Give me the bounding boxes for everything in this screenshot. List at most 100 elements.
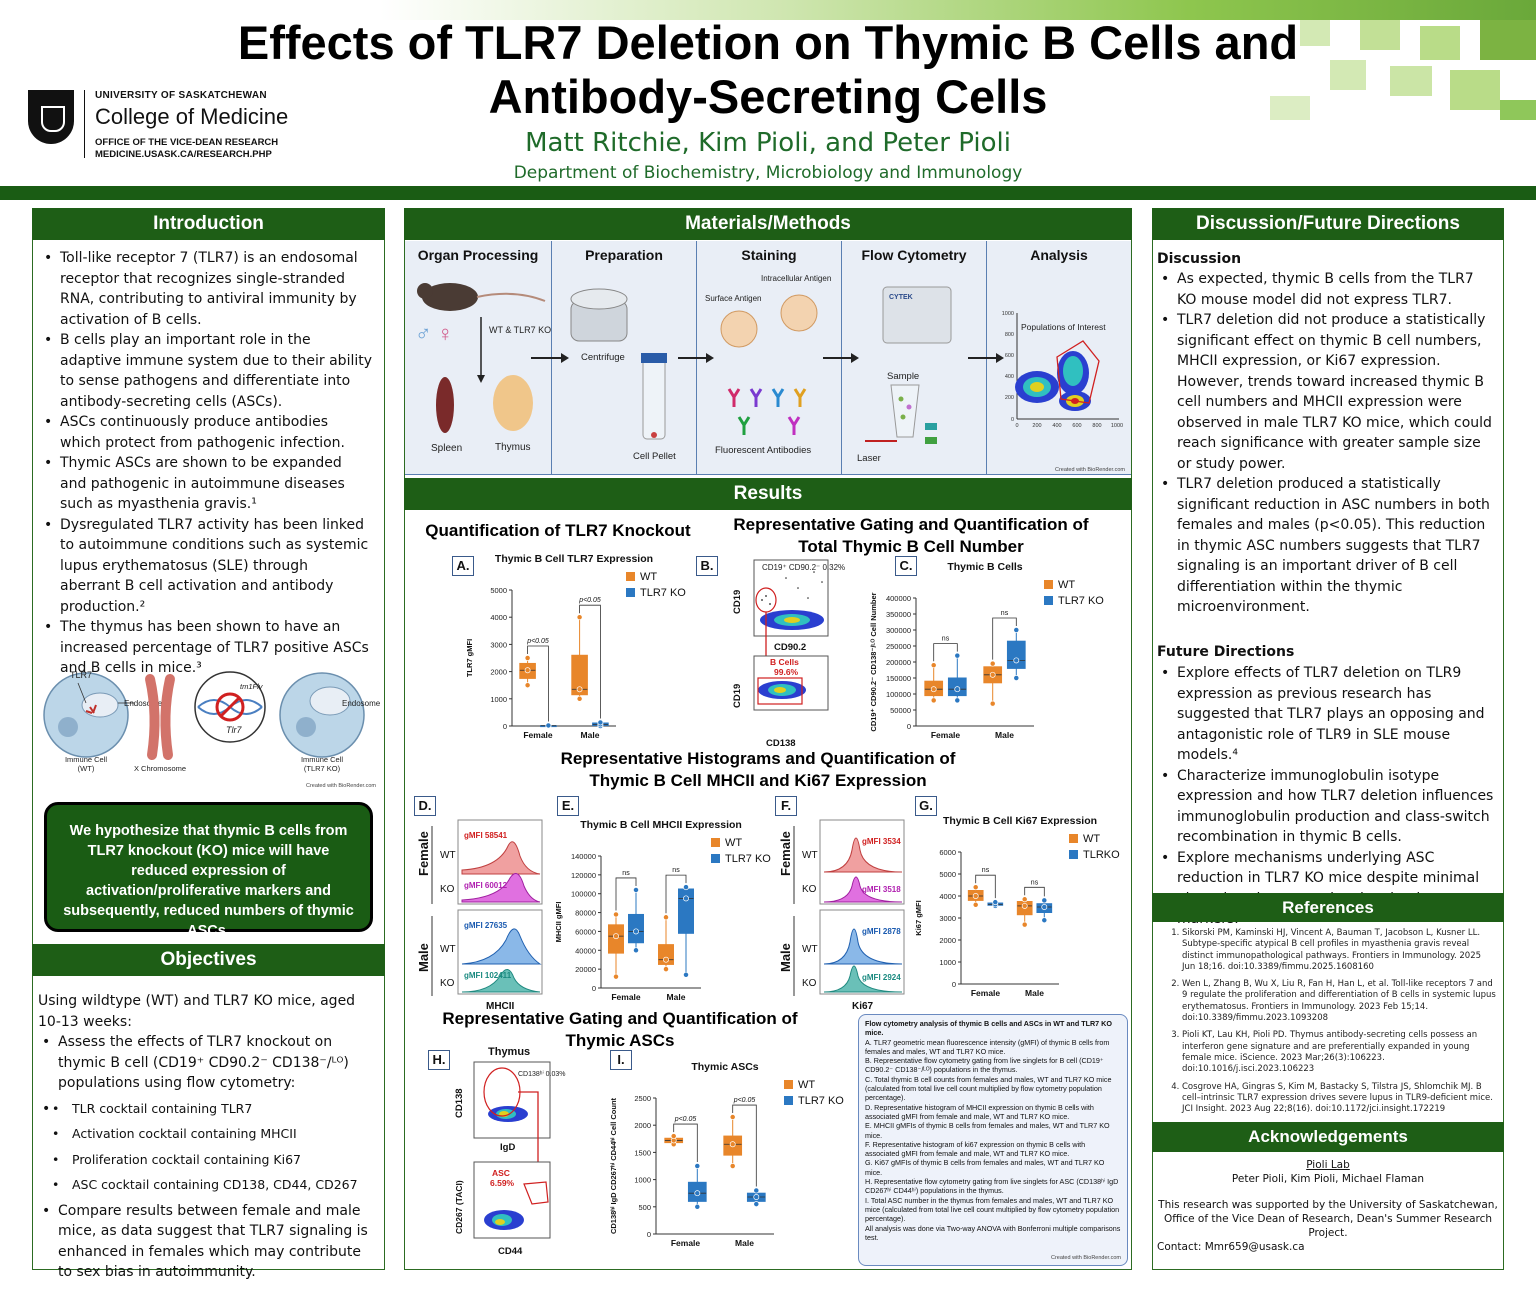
data-point	[613, 911, 619, 918]
y-tick-label: 0	[952, 980, 956, 989]
category-label: Female	[523, 730, 553, 740]
legend-swatch	[1069, 834, 1078, 843]
future-subheading: Future Directions	[1157, 644, 1295, 660]
list-item: Explore effects of TLR7 deletion on TLR9…	[1157, 663, 1497, 766]
sex-symbols-icon: ♂	[415, 321, 432, 346]
y-tick-label: 100000	[886, 690, 911, 699]
wt-cell-icon	[43, 672, 129, 758]
data-point	[683, 884, 689, 891]
analysis-xticks: 0 200 400 600 800 1000	[1015, 423, 1123, 429]
legend-swatch	[1044, 580, 1053, 589]
method-step-title: Organ Processing	[417, 247, 539, 263]
y-axis-label: TLR7 gMFI	[465, 639, 474, 677]
chromosome-label: X Chromosome	[134, 764, 186, 773]
data-point	[576, 686, 583, 693]
axis-label-x1: CD90.2	[774, 642, 806, 653]
legend-label: TLRKO	[1083, 849, 1120, 861]
data-point	[989, 671, 996, 678]
y-tick-label: 40000	[575, 946, 596, 955]
data-point	[930, 686, 937, 693]
legend-swatch	[711, 854, 720, 863]
list-item: Characterize immunoglobulin isotype expr…	[1157, 766, 1497, 848]
data-point	[545, 722, 552, 729]
office-line1: OFFICE OF THE VICE-DEAN RESEARCH	[95, 137, 279, 148]
data-point	[1041, 917, 1048, 924]
category-label: Female	[971, 988, 1001, 998]
svg-text:WT: WT	[802, 944, 818, 955]
legend-label: WT	[1083, 833, 1100, 845]
cell-intracellular-icon	[780, 294, 818, 332]
data-point	[1021, 921, 1028, 928]
data-point	[1041, 897, 1048, 904]
list-item: Dysregulated TLR7 activity has been link…	[40, 515, 372, 618]
svg-text:KO: KO	[440, 884, 455, 895]
svg-text:200: 200	[1032, 423, 1041, 429]
caption-item: B. Representative flow cytometry gating …	[865, 1056, 1104, 1075]
data-point	[663, 966, 669, 973]
cell-wt-label-1: Immune Cell	[65, 755, 107, 764]
caption-item: F. Representative histogram of ki67 expr…	[865, 1139, 1086, 1159]
cytometer-icon	[882, 286, 952, 344]
data-point	[954, 697, 961, 704]
legend-label: TLR7 KO	[725, 853, 771, 865]
svg-text:600: 600	[1005, 353, 1014, 359]
y-tick-label: 3000	[939, 914, 956, 923]
header-mosaic	[1260, 20, 1536, 120]
svg-text:WT: WT	[440, 944, 456, 955]
department: Department of Biochemistry, Microbiology…	[513, 163, 1023, 183]
method-step-title: Preparation	[585, 247, 663, 263]
data-point	[683, 895, 689, 902]
y-tick-label: 2500	[634, 1094, 651, 1103]
svg-text:IgD: IgD	[500, 1142, 515, 1153]
data-point	[753, 1194, 760, 1200]
list-item: Compare results between female and male …	[38, 1201, 378, 1283]
university-name: UNIVERSITY OF SASKATCHEWAN	[95, 90, 267, 101]
y-tick-label: 200000	[886, 658, 911, 667]
hypothesis-box: We hypothesize that thymic B cells from …	[44, 802, 373, 939]
analysis-yticks: 1000 800 600 400 200 0	[1002, 311, 1014, 423]
figure-label-b: B.	[696, 556, 718, 576]
sample-label: Sample	[887, 371, 919, 382]
discussion-bullets: As expected, thymic B cells from the TLR…	[1157, 269, 1497, 618]
significance-label: p<0.05	[733, 1097, 756, 1104]
sub-list: TLR cocktail containing TLR7 Activation …	[38, 1099, 378, 1196]
chart-title: Thymic B Cell TLR7 Expression	[495, 553, 653, 565]
data-point	[1021, 896, 1028, 903]
svg-text:CD267 (TACI): CD267 (TACI)	[454, 1180, 464, 1234]
caption-item: E. MHCII gMFIs of thymic B cells from fe…	[865, 1121, 1110, 1140]
section-title-dg: Representative Histograms and Quantifica…	[560, 749, 956, 790]
list-item: The thymus has been shown to have an inc…	[40, 617, 372, 679]
axis-label-mhcii: MHCII	[486, 1001, 515, 1012]
legend-swatch	[784, 1096, 793, 1105]
data-point	[954, 652, 961, 659]
methods-credit: Created with BioRender.com	[1055, 467, 1125, 473]
svg-text:400: 400	[1052, 423, 1061, 429]
gene-label: Tlr7	[226, 725, 242, 735]
legend-label: TLR7 KO	[798, 1095, 844, 1107]
acknowledgements-heading: Acknowledgements	[1152, 1122, 1504, 1152]
method-step-title: Flow Cytometry	[861, 247, 967, 263]
authors: Matt Ritchie, Kim Pioli, and Peter Pioli	[525, 128, 1011, 158]
chart-title: Thymic B Cells	[947, 561, 1022, 573]
office-line2: MEDICINE.USASK.CA/RESEARCH.PHP	[95, 149, 272, 160]
chart-title: Thymic B Cell MHCII Expression	[580, 819, 742, 831]
data-point	[989, 660, 996, 667]
svg-text:6.59%: 6.59%	[490, 1178, 515, 1188]
list-item: Proliferation cocktail containing Ki67	[52, 1150, 378, 1171]
cell-wt-label-2: (WT)	[78, 764, 95, 773]
pellet-label: Cell Pellet	[633, 451, 676, 462]
section-title-bc: Representative Gating and Quantification…	[733, 515, 1089, 556]
y-tick-label: 0	[647, 1230, 651, 1239]
svg-text:1000: 1000	[1002, 311, 1014, 317]
list-item: TLR7 deletion did not produce a statisti…	[1157, 310, 1497, 474]
data-point	[753, 1201, 760, 1208]
figure-label-i: I.	[610, 1050, 632, 1070]
category-label: Female	[611, 992, 641, 1002]
methods-heading: Materials/Methods	[404, 208, 1132, 240]
y-axis-label: CD19⁺ CD90.2⁻ CD138⁻/ᴸᴼ Cell Number	[869, 592, 878, 731]
legend-label: TLR7 KO	[1058, 595, 1104, 607]
data-point	[1041, 904, 1048, 910]
gating-plot-h: Thymus CD138ʰⁱ 0.03% CD138 IgD ASC 6.59%…	[454, 1046, 566, 1257]
caption-item: A. TLR7 geometric mean fluorescence inte…	[865, 1037, 1110, 1056]
method-step-title: Staining	[741, 247, 797, 263]
